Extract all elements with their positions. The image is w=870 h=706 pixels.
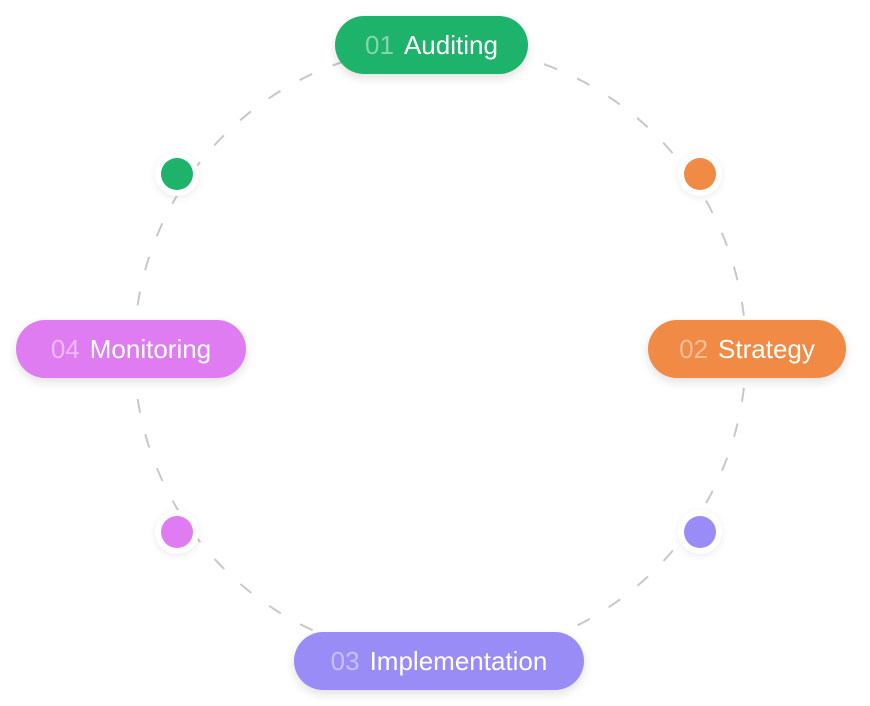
step-implementation[interactable]: 03 Implementation	[294, 632, 584, 690]
step-number: 04	[50, 333, 80, 364]
step-strategy[interactable]: 02 Strategy	[648, 320, 846, 378]
connector-dot-bottom-right	[678, 510, 722, 554]
dot-strategy-to-implementation	[684, 516, 716, 548]
dot-auditing-to-strategy	[684, 158, 716, 190]
step-label: Auditing	[403, 29, 498, 60]
step-number: 03	[330, 645, 360, 676]
connector-dot-top-left	[155, 152, 199, 196]
step-label: Implementation	[369, 645, 548, 676]
step-label: Strategy	[718, 333, 815, 364]
dot-monitoring-to-auditing	[161, 158, 193, 190]
step-monitoring[interactable]: 04 Monitoring	[16, 320, 246, 378]
dot-implementation-to-monitoring	[161, 516, 193, 548]
step-auditing[interactable]: 01 Auditing	[335, 16, 528, 74]
step-number: 01	[365, 29, 394, 60]
connector-dot-top-right	[678, 152, 722, 196]
step-number: 02	[679, 333, 709, 364]
step-label: Monitoring	[89, 333, 212, 364]
connector-dot-bottom-left	[155, 510, 199, 554]
